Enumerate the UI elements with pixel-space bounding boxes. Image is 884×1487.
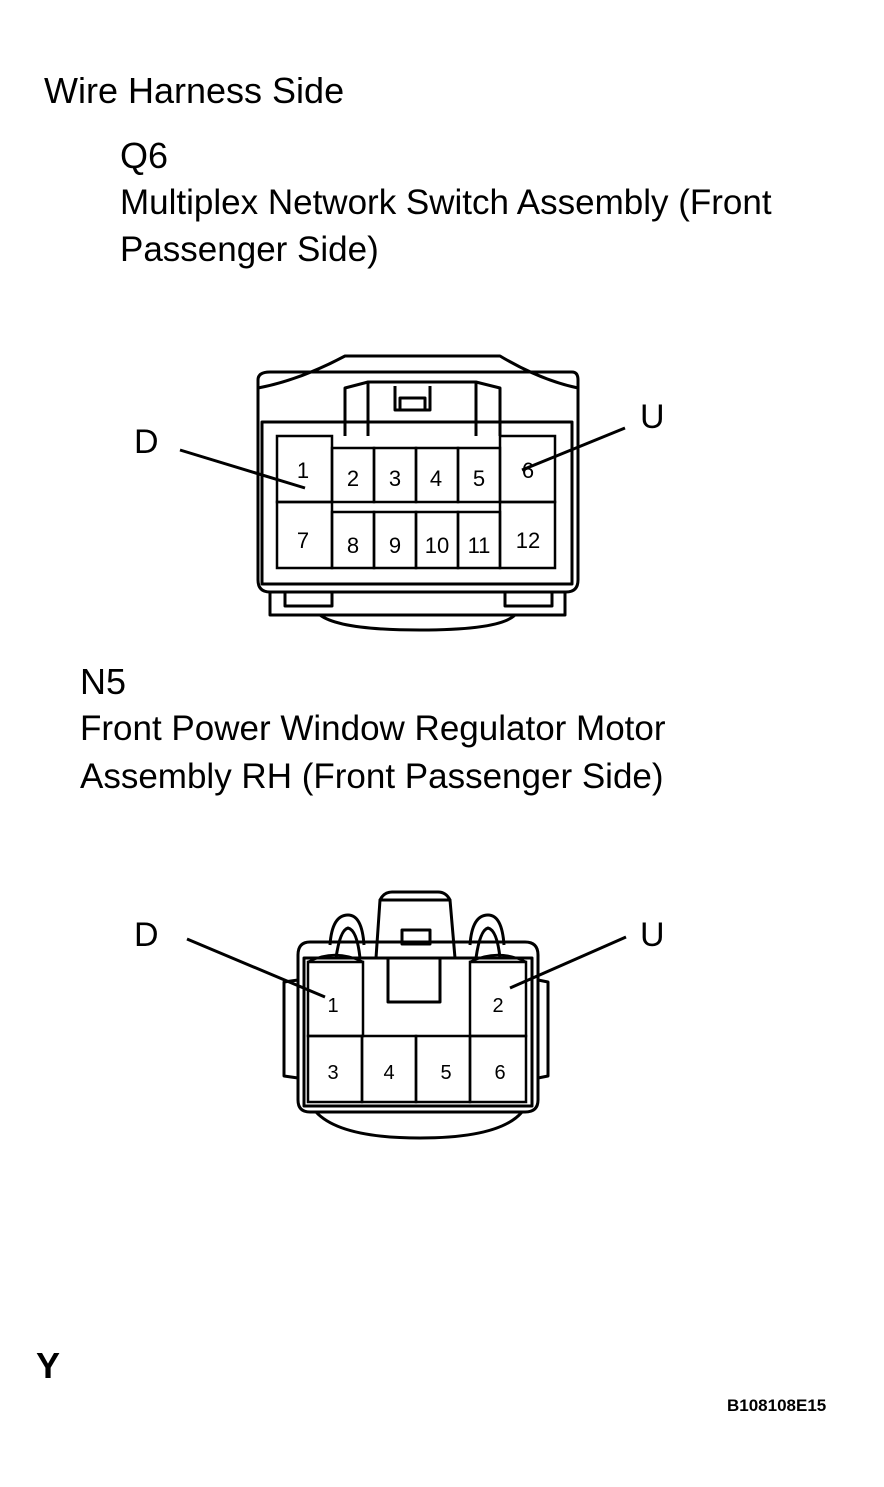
n5-pin-5: 5	[440, 1062, 451, 1084]
n5-connector-name-line2: Assembly RH (Front Passenger Side)	[80, 757, 664, 796]
q6-pin-9: 9	[389, 533, 401, 558]
n5-connector-name-line1: Front Power Window Regulator Motor	[80, 709, 666, 748]
q6-pin-5: 5	[473, 466, 485, 491]
n5-u-leader-line	[509, 935, 627, 990]
n5-pin-3: 3	[327, 1062, 338, 1084]
q6-d-label: D	[134, 423, 159, 461]
q6-connector-name-line1: Multiplex Network Switch Assembly (Front	[120, 183, 772, 222]
q6-pin-1: 1	[297, 458, 309, 483]
n5-pin-4: 4	[383, 1062, 394, 1084]
q6-pin-4: 4	[430, 466, 442, 491]
q6-pin-2: 2	[347, 466, 359, 491]
n5-connector-code: N5	[80, 661, 127, 702]
q6-u-label: U	[640, 398, 665, 436]
figure-code: B108108E15	[727, 1396, 827, 1415]
n5-u-label: U	[640, 916, 665, 954]
q6-pin-12: 12	[516, 528, 540, 553]
n5-pin-2: 2	[492, 995, 503, 1017]
q6-connector-name-line2: Passenger Side)	[120, 230, 379, 269]
corner-mark: Y	[36, 1345, 61, 1386]
q6-pin-3: 3	[389, 466, 401, 491]
n5-pin-6: 6	[494, 1062, 505, 1084]
view-title: Wire Harness Side	[44, 70, 345, 111]
q6-u-leader-line	[521, 426, 626, 472]
q6-pin-8: 8	[347, 533, 359, 558]
n5-d-label: D	[134, 916, 159, 954]
q6-pin-6: 6	[522, 458, 534, 483]
q6-connector-code: Q6	[120, 135, 169, 176]
q6-pin-10: 10	[425, 533, 449, 558]
q6-d-leader-line	[179, 448, 306, 490]
q6-pin-7: 7	[297, 528, 309, 553]
n5-d-leader-line	[186, 937, 326, 999]
q6-pin-11: 11	[468, 533, 491, 558]
n5-pin-1: 1	[327, 995, 338, 1017]
